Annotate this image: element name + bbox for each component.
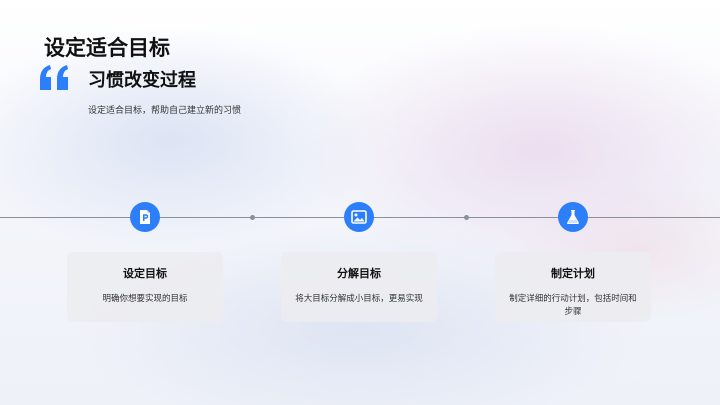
timeline-dot [250, 215, 255, 220]
step-node-3 [558, 202, 588, 232]
step-text: 明确你想要实现的目标 [102, 294, 188, 304]
step-title: 分解目标 [337, 267, 381, 280]
step-title: 制定计划 [551, 267, 595, 280]
document-icon [140, 210, 150, 224]
step-text: 制定详细的行动计划，包括时间和步骤 [509, 294, 637, 317]
step-card-3: 制定计划 制定详细的行动计划，包括时间和步骤 [495, 252, 651, 322]
step-text: 将大目标分解成小目标，更易实现 [295, 294, 423, 304]
image-icon [351, 210, 367, 224]
step-card-2: 分解目标 将大目标分解成小目标，更易实现 [281, 252, 437, 322]
quote-icon [40, 65, 68, 90]
timeline-dot [464, 215, 469, 220]
flask-icon [567, 210, 579, 224]
section-description: 设定适合目标，帮助自己建立新的习惯 [88, 106, 242, 116]
section-subtitle: 习惯改变过程 [88, 70, 196, 91]
page-title: 设定适合目标 [44, 36, 170, 60]
step-title: 设定目标 [123, 267, 167, 280]
step-card-1: 设定目标 明确你想要实现的目标 [67, 252, 223, 322]
step-node-2 [344, 202, 374, 232]
step-node-1 [130, 202, 160, 232]
